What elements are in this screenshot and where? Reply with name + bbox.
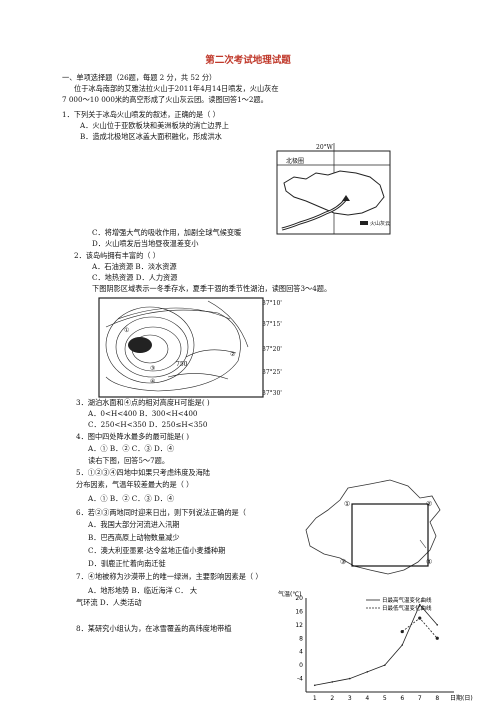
- point-label: ②: [426, 500, 433, 508]
- contour-map: [98, 297, 264, 398]
- section-header: 一、单项选择题（26题，每题 2 分，共 52 分）: [62, 73, 217, 82]
- question-5-options: A．① B．② C．③ D．④: [88, 494, 175, 503]
- x-tick-label: 4: [365, 695, 369, 702]
- x-tick-label: 8: [435, 695, 439, 702]
- iceland-outline: [283, 170, 385, 216]
- series-line: [402, 617, 438, 639]
- legend-label: 日最低气温变化曲线: [382, 604, 432, 612]
- series-line: [314, 603, 438, 686]
- question-7-options: A．地形地势 B．临近海洋 C． 大: [88, 586, 198, 595]
- x-tick-label: 1: [313, 695, 317, 702]
- question-6-stem: 6．若②③两地同时迎来日出，则下列说法正确的是（: [76, 508, 246, 517]
- china-map: [305, 479, 441, 575]
- point-label: ①: [344, 500, 351, 508]
- question-6-option-c: C．澳大利亚墨累-达令盆地正值小麦播种期: [88, 546, 226, 555]
- latitude-label: 37°25': [262, 369, 282, 376]
- x-tick-label: 7: [418, 695, 422, 702]
- point-label: ④: [426, 558, 433, 566]
- point-label: ④: [150, 378, 156, 385]
- question-2-options: C．地热资源 D．人力资源: [92, 273, 178, 282]
- question-6-option-b: B．巴西高原上动物数量减少: [88, 533, 180, 542]
- x-tick-label: 5: [383, 695, 387, 702]
- data-point: [313, 684, 316, 687]
- question-3-stem: 3．湖泊水面和④点的相对高度H可能是( ): [76, 398, 210, 407]
- y-tick-label: 12: [295, 622, 303, 629]
- y-axis-label: 气温(℃): [278, 590, 301, 598]
- point-label: ②: [230, 351, 236, 358]
- legend-label: 火山灰云: [370, 221, 391, 227]
- question-6-option-a: A．我国大部分河流进入汛期: [88, 520, 180, 529]
- point-label: ①: [124, 327, 130, 334]
- intro-text: 7 000～10 000米的高空形成了火山灰云团。读图回答1～2题。: [62, 95, 268, 104]
- y-tick-label: 4: [299, 649, 303, 656]
- china-outline: [305, 479, 441, 575]
- arctic-circle-label: 北极圈: [286, 158, 305, 165]
- question-1-option-d: D．火山喷发后当地昼夜温差变小: [92, 239, 199, 248]
- longitude-label: 20°W: [316, 144, 333, 151]
- x-tick-label: 2: [330, 695, 334, 702]
- iceland-map: [276, 143, 391, 235]
- point-label: ③: [340, 558, 347, 566]
- legend-label: 日最高气温变化曲线: [382, 596, 432, 604]
- x-tick-label: 3: [348, 695, 352, 702]
- data-point: [418, 603, 421, 606]
- x-tick-label: 6: [400, 695, 404, 702]
- question-7-options: 气环流 D．人类活动: [76, 598, 142, 607]
- y-tick-label: 16: [295, 608, 303, 615]
- question-5-stem: 分布因素，气温年较差最大的是（ ）: [76, 480, 194, 489]
- data-point: [401, 644, 404, 646]
- question-1-stem: 1．下列关于冰岛火山喷发的叙述，正确的是（ ）: [62, 110, 220, 119]
- data-point: [400, 629, 404, 634]
- x-axis-label: 日期(日): [450, 694, 473, 702]
- lake-shaded: [128, 337, 152, 353]
- latitude-label: 37°10': [262, 300, 282, 307]
- question-3-options: C．250<H<350 D．250≤H<350: [88, 420, 208, 429]
- question-6-option-d: D．驯鹿正忙着向南迁徙: [88, 559, 166, 568]
- y-tick-label: 20: [295, 595, 303, 602]
- latitude-label: 37°30': [262, 390, 282, 397]
- question-4-options: A．① B．② C．③ D．④: [88, 444, 175, 453]
- data-point: [366, 671, 369, 673]
- data-point: [383, 664, 386, 666]
- data-point: [348, 677, 351, 680]
- contour-value-label: 750: [176, 361, 188, 368]
- question-1-option-c: C．将增强大气的吸收作用，加剧全球气候变暖: [92, 228, 242, 237]
- intro-text: 位于冰岛南部的艾雅法拉火山于2011年4月14日喷发，火山灰在: [74, 84, 279, 93]
- y-tick-label: -4: [297, 676, 303, 683]
- question-4-stem: 4．图中四处降水最多的最可能是( ): [76, 432, 190, 441]
- data-point: [436, 624, 439, 626]
- volcano-icon: [342, 195, 350, 201]
- question-1-option-a: A．火山位于亚欧板块和美洲板块的消亡边界上: [80, 121, 229, 130]
- question-2-stem: 2．该岛屿拥有丰富的（ ）: [74, 251, 160, 260]
- question-8-stem: 8．某研究小组认为，在冰雪覆盖的高纬度地带植: [76, 624, 232, 633]
- point-label: ③: [150, 365, 156, 372]
- question-5-stem: 5．①②③④四地中如果只考虑纬度及海陆: [76, 468, 210, 477]
- y-tick-label: 8: [299, 635, 303, 642]
- question-7-stem: 7．④地被称为沙漠带上的唯一绿洲，主要影响因素是（ ）: [76, 572, 263, 581]
- question-3-options: A．0<H<400 B．300<H<400: [88, 409, 198, 418]
- intro-text: 下图阴影区域表示一冬季存水，夏季干涸的季节性湖泊，读图回答3～4题。: [92, 284, 332, 293]
- data-point: [331, 681, 334, 683]
- question-1-option-b: B．造成北极地区冰盖大面积融化，形成洪水: [80, 132, 222, 141]
- data-point: [418, 616, 422, 620]
- latitude-label: 37°20': [262, 346, 282, 353]
- latitude-label: 37°15': [262, 321, 282, 328]
- intro-text: 读右下图，回答5～7题。: [88, 456, 170, 465]
- page-title: 第二次考试地理试题: [205, 55, 291, 66]
- y-tick-label: 0: [299, 662, 303, 669]
- question-2-options: A．石油资源 B．淡水资源: [92, 262, 177, 271]
- data-point: [435, 636, 439, 640]
